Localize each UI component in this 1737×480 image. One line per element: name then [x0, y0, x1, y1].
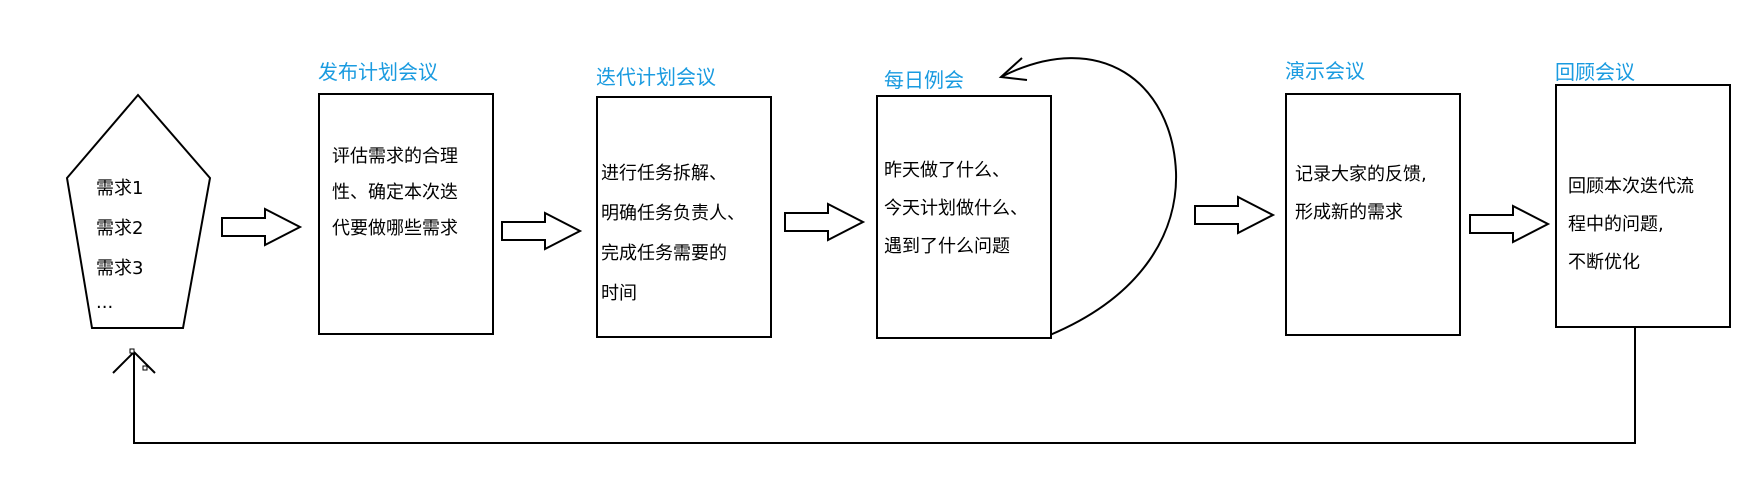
stage-line: 进行任务拆解、 [601, 163, 727, 184]
daily-loop-arrowhead-icon [998, 57, 1028, 81]
stage-line: 性、确定本次迭 [332, 182, 458, 203]
arrow-1-icon [221, 207, 303, 247]
stage-box-release-planning: 评估需求的合理 性、确定本次迭 代要做哪些需求 [318, 93, 494, 335]
requirement-3: 需求3 [96, 258, 144, 279]
stage-title-daily-standup: 每日例会 [884, 68, 964, 92]
stage-title-release-planning: 发布计划会议 [318, 60, 438, 84]
requirement-1: 需求1 [96, 178, 144, 199]
requirements-pentagon [65, 93, 212, 329]
arrow-5-icon [1469, 204, 1551, 244]
stage-line: 今天计划做什么、 [884, 198, 1028, 219]
stage-box-demo: 记录大家的反馈, 形成新的需求 [1285, 93, 1461, 336]
stage-box-retrospective: 回顾本次迭代流 程中的问题, 不断优化 [1555, 84, 1731, 328]
stage-line: 遇到了什么问题 [884, 236, 1010, 257]
stage-line: 回顾本次迭代流 [1568, 176, 1694, 197]
arrow-2-icon [501, 211, 583, 251]
stage-title-iteration-planning: 迭代计划会议 [596, 65, 716, 89]
stage-line: 时间 [601, 283, 637, 304]
stage-line: 评估需求的合理 [332, 146, 458, 167]
stage-title-demo: 演示会议 [1285, 59, 1365, 83]
arrow-4-icon [1194, 195, 1276, 235]
stage-box-iteration-planning: 进行任务拆解、 明确任务负责人、 完成任务需要的 时间 [596, 96, 772, 338]
stage-title-retrospective: 回顾会议 [1555, 60, 1635, 84]
stage-line: 明确任务负责人、 [601, 203, 745, 224]
stage-line: 不断优化 [1568, 252, 1640, 273]
stage-line: 程中的问题, [1568, 214, 1664, 235]
stage-line: 记录大家的反馈, [1295, 164, 1427, 185]
stage-line: 形成新的需求 [1295, 202, 1403, 223]
arrow-3-icon [784, 202, 866, 242]
stage-line: 完成任务需要的 [601, 243, 727, 264]
daily-loop-arrow [1002, 57, 1178, 336]
feedback-loop-line [133, 327, 1636, 444]
stage-line: 昨天做了什么、 [884, 160, 1010, 181]
requirement-2: 需求2 [96, 218, 144, 239]
requirement-more: ... [96, 292, 114, 313]
stage-box-daily-standup: 昨天做了什么、 今天计划做什么、 遇到了什么问题 [876, 95, 1052, 339]
stage-line: 代要做哪些需求 [332, 218, 458, 239]
